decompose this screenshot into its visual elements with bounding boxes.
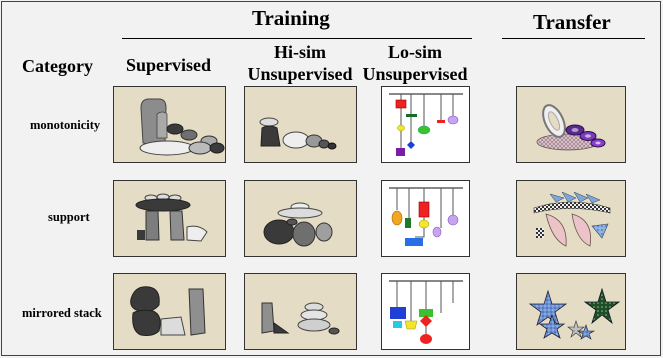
category-label-monotonicity: monotonicity [30,118,101,132]
transfer-underline [502,38,645,39]
panel-mirrored-hisim [244,273,357,350]
category-header: Category [22,56,93,76]
hisim-header-line2: Unsupervised [247,64,353,84]
panel-mirrored-losim [381,273,470,350]
panel-monotonicity-transfer [516,86,626,163]
losim-header-line1: Lo-sim [388,42,442,62]
training-underline [122,38,472,39]
panel-support-hisim [244,180,357,257]
panel-monotonicity-hisim [244,86,357,163]
panel-monotonicity-losim [381,86,470,163]
panel-mirrored-supervised [113,273,226,350]
category-label-support: support [48,210,90,224]
losim-header-line2: Unsupervised [362,64,468,84]
hisim-header-line1: Hi-sim [274,42,326,62]
training-header: Training [252,6,330,30]
panel-mirrored-transfer [516,273,626,350]
category-label-mirrored-stack: mirrored stack [22,306,102,320]
supervised-header: Supervised [126,55,212,75]
panel-support-supervised [113,180,226,257]
panel-monotonicity-supervised [113,86,226,163]
panel-support-losim [381,180,470,257]
transfer-header: Transfer [533,10,611,34]
panel-support-transfer [516,180,626,257]
